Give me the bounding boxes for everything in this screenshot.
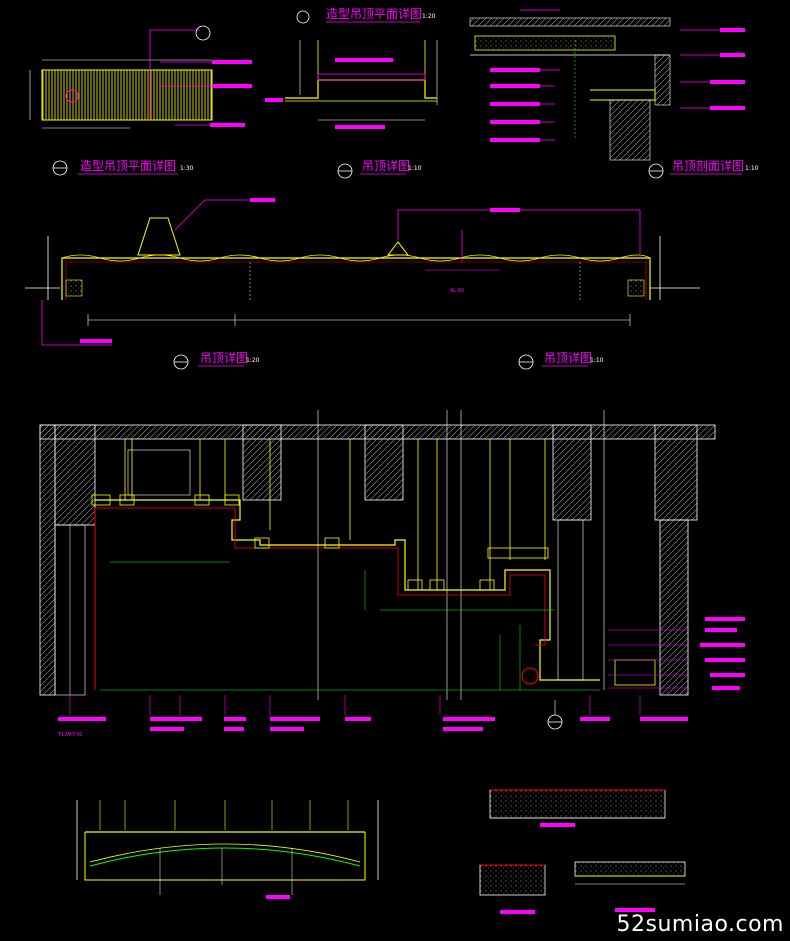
detail-arched-ceiling: [76, 800, 379, 899]
title-ceiling-plan: 造型吊顶平面详图: [80, 158, 176, 173]
detail-ceiling-section: 吊顶剖面详图 1:10: [469, 9, 759, 179]
dimension-label: 4L.00: [450, 288, 464, 294]
title-detail-b-scale: 1:20: [246, 357, 260, 364]
title-section: 吊顶剖面详图: [672, 158, 744, 173]
main-section-elevation: T12MT-50: [39, 410, 745, 738]
title-detail-b: 吊顶详图: [200, 350, 248, 365]
watermark: 52sumiao.com: [616, 912, 784, 937]
title-section-scale: 1:10: [745, 165, 759, 172]
title-ceiling-plan-scale: 1:30: [180, 165, 194, 172]
title-detail-a-scale: 1:10: [408, 165, 422, 172]
detail-small-section: 造型吊顶平面详图 1:20 吊顶详图 1:10: [265, 6, 438, 179]
ref-code: T12MT-50: [57, 732, 83, 738]
detail-ceiling-plan: 造型吊顶平面详图 1:30: [29, 25, 252, 176]
title-ceiling-plan-top-scale: 1:20: [422, 13, 436, 20]
title-detail-a: 吊顶详图: [362, 158, 410, 173]
detail-floor-sections: [479, 789, 686, 914]
detail-long-ceiling: 4L.00 吊顶详图 1:20 吊顶详图 1:10: [25, 198, 700, 370]
title-detail-c-scale: 1:10: [590, 357, 604, 364]
title-detail-c: 吊顶详图: [544, 350, 592, 365]
title-ceiling-plan-top: 造型吊顶平面详图: [326, 6, 422, 21]
